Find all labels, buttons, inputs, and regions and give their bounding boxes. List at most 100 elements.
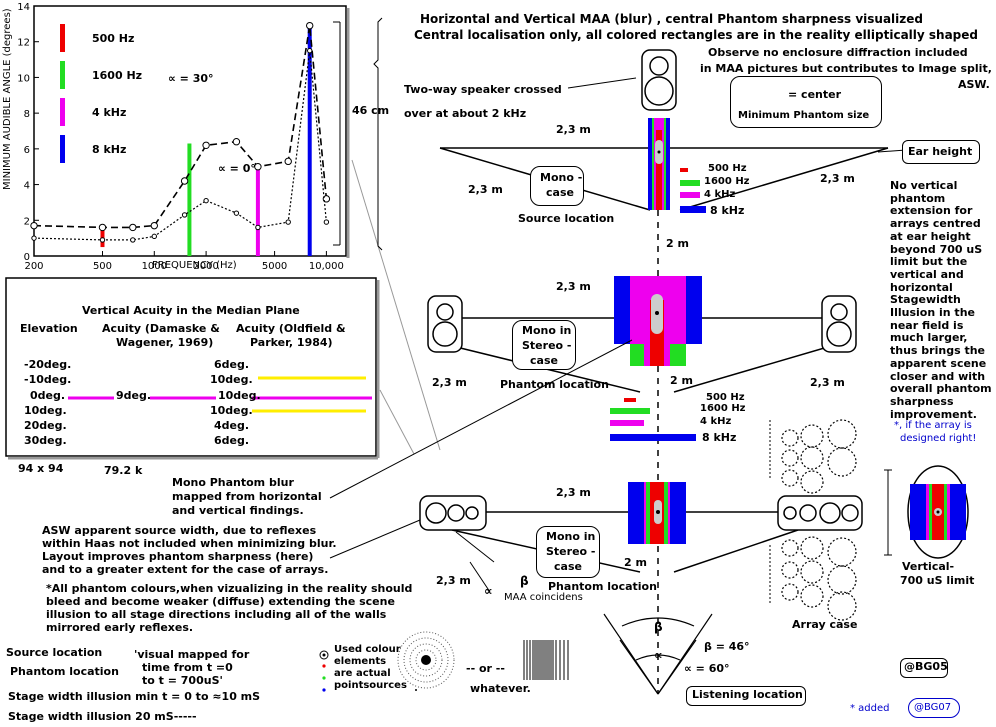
or-label: -- or -- bbox=[466, 662, 505, 675]
colours-note: *All phantom colours,when vizualizing in… bbox=[46, 582, 413, 634]
alpha-symbol: ∝ bbox=[484, 584, 493, 598]
freq-top-0: 500 Hz bbox=[708, 163, 747, 174]
acuity-elev-2: 0deg. bbox=[30, 389, 66, 402]
series-point bbox=[130, 237, 136, 243]
freq-mid-0: 500 Hz bbox=[706, 392, 745, 403]
no-vertical-line: near field is bbox=[890, 318, 964, 332]
listening-box bbox=[686, 686, 806, 706]
curve1-label: ∝ = 30° bbox=[168, 72, 214, 85]
series-point bbox=[233, 210, 240, 216]
acuity-dam-value: 9deg. bbox=[116, 389, 152, 402]
no-vertical-line: arrays centred bbox=[890, 217, 981, 231]
mono-stereo-bot-1: Mono in bbox=[546, 530, 596, 543]
crossover-note-2: over at about 2 kHz bbox=[404, 107, 527, 120]
series-point bbox=[151, 233, 157, 240]
acuity-h-old2: Parker, 1984) bbox=[250, 336, 333, 349]
series-point bbox=[150, 221, 158, 230]
added-label: * added bbox=[850, 703, 890, 714]
series-point bbox=[31, 235, 37, 241]
series-line bbox=[33, 50, 327, 241]
series-point bbox=[180, 177, 189, 185]
x-tick-label: 2000 bbox=[193, 261, 218, 272]
bottom-phantom: Phantom location bbox=[10, 665, 119, 678]
bottom-stage2: Stage width illusion 20 mS----- bbox=[8, 710, 197, 723]
mono-stereo-box-mid bbox=[512, 320, 576, 370]
series-point bbox=[181, 212, 188, 218]
y-tick-label: 0 bbox=[24, 252, 30, 263]
acuity-title: Vertical Acuity in the Median Plane bbox=[82, 304, 300, 317]
legend-swatch bbox=[60, 61, 65, 89]
listen-alpha-sym: ∝ bbox=[654, 648, 663, 662]
no-vertical-line: overall phantom bbox=[890, 382, 992, 396]
vertical-limit-1: Vertical- bbox=[902, 560, 955, 573]
acuity-h-dam2: Wagener, 1969) bbox=[116, 336, 214, 349]
curve2-label: ∝ = 0° bbox=[218, 162, 256, 175]
chart-ylabel: MINIMUM AUDIBLE ANGLE (degrees) bbox=[2, 8, 13, 190]
mono-case-box bbox=[530, 166, 584, 206]
legend-swatch bbox=[60, 24, 65, 52]
freq-mid-3: 8 kHz bbox=[702, 431, 737, 444]
array-note-2: designed right! bbox=[900, 433, 977, 444]
legend-swatch bbox=[60, 135, 65, 163]
x-tick-label: 200 bbox=[24, 261, 43, 272]
series-point bbox=[285, 219, 291, 225]
array-case: Array case bbox=[792, 618, 858, 631]
chart-side-label: 46 cm bbox=[352, 104, 390, 117]
bottom-stage1: Stage width illusion min t = 0 to ≈10 mS bbox=[8, 690, 261, 703]
legend-label: 1600 Hz bbox=[92, 69, 142, 82]
x-tick-label: 1000 bbox=[142, 261, 167, 272]
crossover-note-1: Two-way speaker crossed bbox=[404, 83, 562, 96]
series-point bbox=[323, 219, 330, 225]
chart-xlabel: FREQUENCY (Hz) bbox=[152, 260, 237, 271]
y-tick-label: 12 bbox=[17, 38, 30, 49]
mono-stereo-bot-2: Stereo - bbox=[546, 545, 596, 558]
maa-coincidens: MAA coincidens bbox=[504, 592, 583, 603]
dist-mid-right: 2,3 m bbox=[810, 376, 845, 389]
mono-stereo-mid-2: Stereo - bbox=[522, 339, 572, 352]
series-point bbox=[254, 163, 262, 171]
series-point bbox=[202, 141, 210, 149]
observe-note-2: in MAA pictures but contributes to Image… bbox=[700, 62, 992, 75]
title-line1: Horizontal and Vertical MAA (blur) , cen… bbox=[420, 12, 923, 26]
bg07-box bbox=[908, 698, 960, 718]
beta-symbol: β bbox=[520, 574, 529, 588]
dist-bot-23: 2,3 m bbox=[556, 486, 591, 499]
dist-top-left: 2,3 m bbox=[468, 183, 503, 196]
min-phantom-box bbox=[730, 76, 882, 128]
series-point bbox=[306, 21, 314, 30]
legend-label: 500 Hz bbox=[92, 32, 134, 45]
freq-mid-2: 4 kHz bbox=[700, 416, 732, 427]
no-vertical-line: sharpness bbox=[890, 394, 954, 408]
freq-top-3: 8 kHz bbox=[710, 204, 745, 217]
series-point bbox=[232, 138, 241, 146]
mono-stereo-mid-3: case bbox=[530, 354, 558, 367]
no-vertical-line: improvement. bbox=[890, 407, 977, 421]
no-vertical-line: at ear height bbox=[890, 229, 971, 243]
array-note-1: *, if the array is bbox=[894, 420, 972, 431]
title-line2: Central localisation only, all colored r… bbox=[414, 28, 978, 42]
acuity-elev-1: -10deg. bbox=[24, 373, 72, 386]
dist-mid-2m: 2 m bbox=[670, 374, 693, 387]
y-tick-label: 4 bbox=[24, 181, 30, 192]
no-vertical-line: limit but the bbox=[890, 255, 968, 269]
vertical-limit-2: 700 uS limit bbox=[900, 574, 975, 587]
acuity-elev-4: 20deg. bbox=[24, 419, 67, 432]
acuity-h-old1: Acuity (Oldfield & bbox=[236, 322, 346, 335]
no-vertical-line: Stagewidth bbox=[890, 293, 961, 307]
dist-top-23: 2,3 m bbox=[556, 123, 591, 136]
y-tick-label: 14 bbox=[17, 2, 30, 13]
bg05-label: @BG05 bbox=[904, 660, 948, 673]
series-point bbox=[129, 223, 137, 232]
no-vertical-line: apparent scene bbox=[890, 356, 987, 370]
mono-stereo-mid-1: Mono in bbox=[522, 324, 572, 337]
series-line bbox=[33, 25, 328, 229]
bg07-label: @BG07 bbox=[914, 702, 952, 713]
acuity-h-dam1: Acuity (Damaske & bbox=[102, 322, 220, 335]
acuity-elev-5: 30deg. bbox=[24, 434, 67, 447]
series-point bbox=[98, 223, 107, 232]
no-vertical-line: closer and with bbox=[890, 369, 986, 383]
acuity-old-3: 10deg. bbox=[210, 404, 253, 417]
